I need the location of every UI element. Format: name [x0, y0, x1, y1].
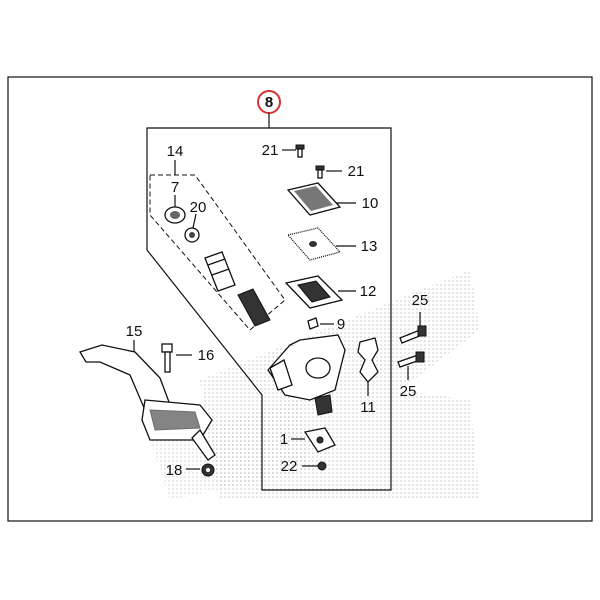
part-label-14: 14 — [167, 143, 184, 160]
part-11-clamp[interactable] — [357, 337, 379, 383]
part-label-15: 15 — [126, 323, 143, 340]
part-label-9: 9 — [337, 316, 345, 333]
part-label-18: 18 — [166, 462, 183, 479]
part-label-12: 12 — [360, 283, 377, 300]
master-cylinder-body — [267, 334, 346, 416]
background-watermark — [150, 270, 480, 500]
part-label-21b: 21 — [348, 163, 365, 180]
part-18-nut[interactable] — [201, 463, 215, 477]
part-label-16: 16 — [198, 347, 215, 364]
part-label-13: 13 — [361, 238, 378, 255]
part-21b-screw[interactable] — [315, 165, 325, 179]
part-22-screw[interactable] — [317, 461, 327, 471]
part-9-nut[interactable] — [307, 317, 319, 330]
part-25b-bolt[interactable] — [397, 351, 425, 368]
part-label-10: 10 — [362, 195, 379, 212]
part-7-seal[interactable] — [164, 206, 186, 224]
kit-14-box — [149, 174, 286, 331]
part-21a-screw[interactable] — [295, 144, 305, 158]
part-20-clip[interactable] — [184, 227, 200, 243]
part-label-1: 1 — [280, 431, 288, 448]
part-label-25a: 25 — [412, 292, 429, 309]
part-15-lever[interactable] — [79, 344, 216, 461]
part-25a-bolt[interactable] — [399, 325, 427, 344]
part-label-21a: 21 — [262, 142, 279, 159]
piston-assembly — [204, 251, 271, 327]
part-label-22: 22 — [281, 458, 298, 475]
part-1-switch[interactable] — [303, 427, 336, 453]
part-label-20: 20 — [190, 199, 207, 216]
part-label-7: 7 — [171, 179, 179, 196]
part-10-reservoir-cap[interactable] — [286, 182, 342, 216]
part-13-plate[interactable] — [286, 227, 342, 261]
part-label-11: 11 — [360, 399, 376, 416]
part-12-diaphragm[interactable] — [284, 275, 344, 309]
part-label-25b: 25 — [400, 383, 417, 400]
callout-8[interactable]: 8 — [257, 90, 281, 114]
part-16-pin[interactable] — [161, 343, 173, 373]
callout-8-label: 8 — [265, 94, 273, 111]
assembly-8-bracket — [146, 127, 392, 491]
